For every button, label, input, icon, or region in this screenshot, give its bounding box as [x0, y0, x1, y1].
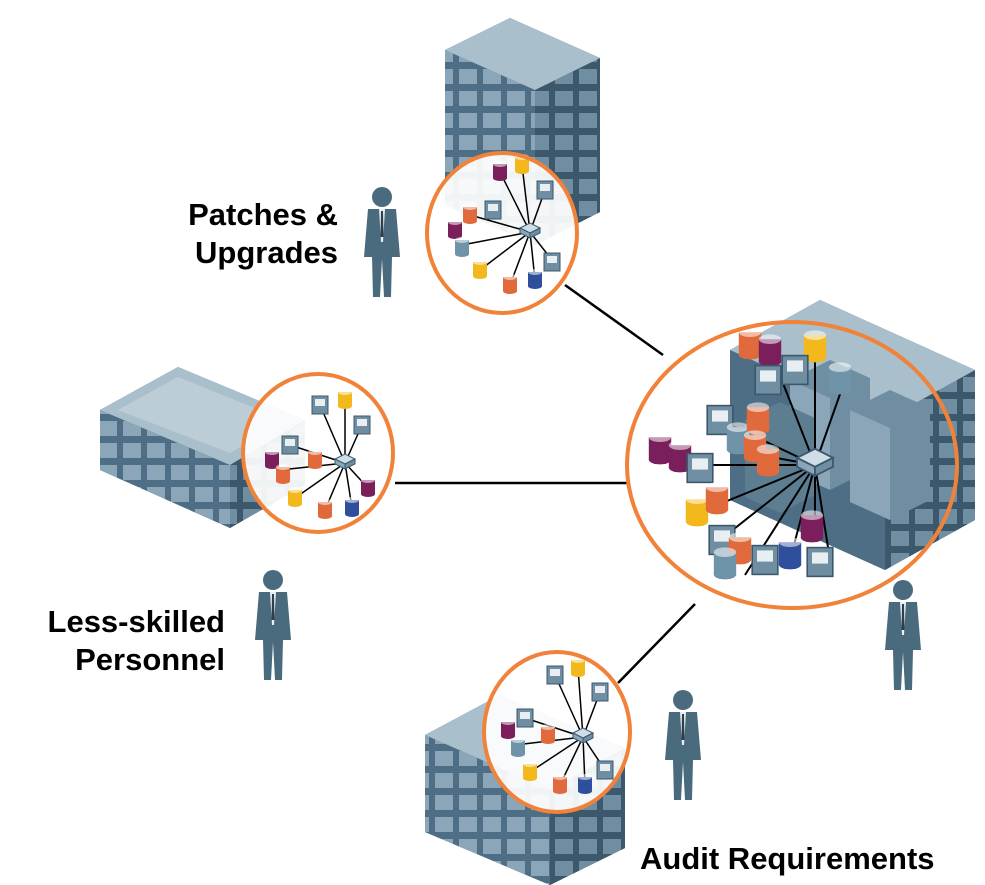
- label-patches-upgrades: Patches & Upgrades: [163, 196, 338, 272]
- network-cluster-icon: [425, 151, 579, 315]
- label-less-line1: Less-skilled: [47, 604, 225, 639]
- network-cluster-icon: [625, 320, 959, 610]
- person-icon: [364, 187, 400, 297]
- connector-lines: [395, 283, 696, 684]
- person-icon: [665, 690, 701, 800]
- label-audit-requirements: Audit Requirements: [640, 841, 935, 876]
- label-less-skilled-personnel: Less-skilled Personnel: [20, 603, 225, 679]
- label-less-line2: Personnel: [75, 642, 225, 677]
- connector-top: [564, 283, 664, 357]
- network-cluster-icon: [482, 650, 632, 814]
- label-patches-line2: Upgrades: [195, 235, 338, 270]
- label-patches-line1: Patches &: [188, 197, 338, 232]
- person-icon: [255, 570, 291, 680]
- network-cluster-icon: [241, 372, 395, 534]
- connector-bottom: [617, 603, 696, 684]
- person-icon: [885, 580, 921, 690]
